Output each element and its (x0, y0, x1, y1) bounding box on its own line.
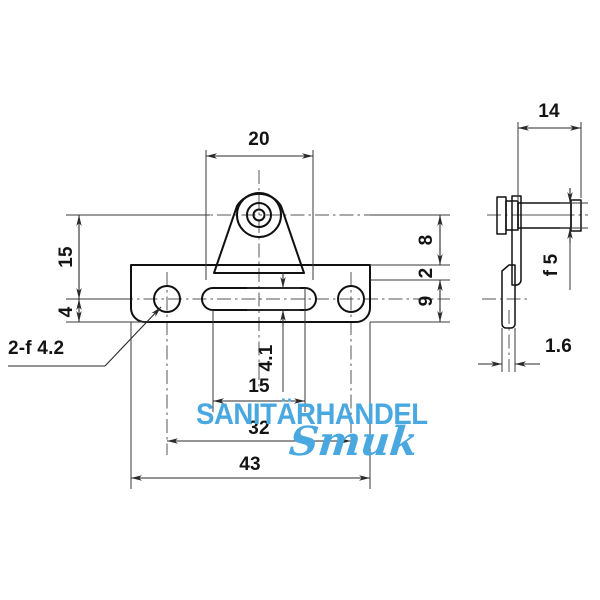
dimension-32: 32 (167, 418, 351, 444)
dim-label-hole-note: 2-f 4.2 (8, 338, 64, 359)
dim-label-8: 8 (416, 235, 437, 246)
dimension-stack-8-2-9: 8 2 9 (370, 214, 450, 323)
dimension-43: 43 (130, 322, 371, 489)
dim-label-1-6: 1.6 (545, 336, 572, 357)
dim-label-9: 9 (416, 296, 437, 307)
dim-label-f5: f 5 (541, 253, 562, 276)
dimension-f5: f 5 (541, 188, 588, 290)
dimension-4-vertical: 4 (56, 299, 150, 323)
side-view-part (496, 195, 582, 329)
side-view-center-lines (482, 214, 588, 372)
dim-label-4-1: 4.1 (256, 344, 277, 371)
dimension-1-6: 1.6 (478, 328, 572, 372)
dimension-15-horizontal: 15 (212, 288, 306, 412)
dimension-15-vertical: 15 (56, 214, 210, 300)
dim-label-43: 43 (239, 454, 261, 475)
callout-hole-note: 2-f 4.2 (8, 306, 162, 367)
dim-label-4-vertical: 4 (56, 306, 77, 317)
dim-label-32: 32 (248, 418, 270, 439)
dimension-4-1: 4.1 (247, 272, 300, 392)
dim-label-15-horizontal: 15 (248, 376, 270, 397)
dim-label-20: 20 (248, 129, 270, 150)
dim-label-2: 2 (416, 268, 437, 279)
dim-label-15-vertical: 15 (56, 246, 77, 268)
dim-label-14: 14 (538, 101, 560, 122)
front-view-center-lines (70, 170, 450, 455)
dimension-14: 14 (517, 101, 582, 200)
